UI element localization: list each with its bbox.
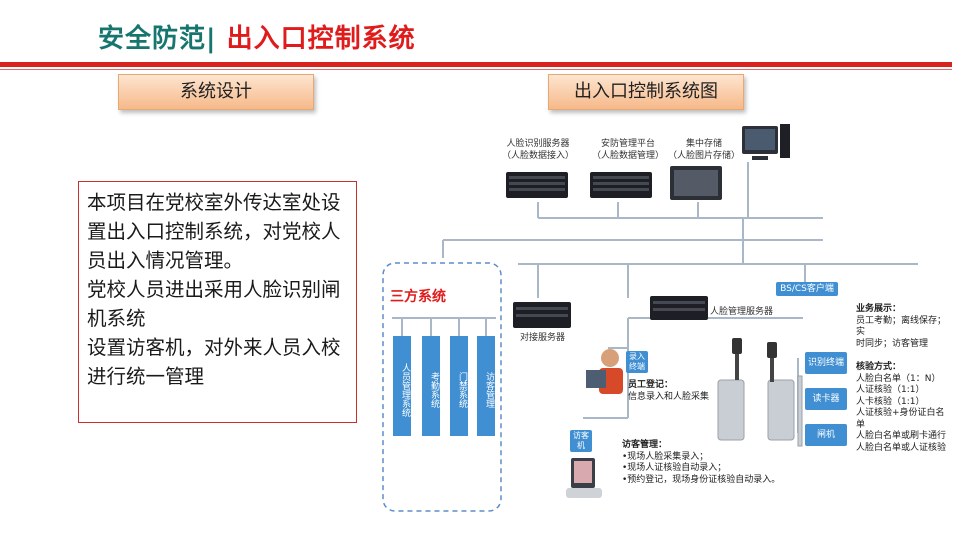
title-sub: 出入口控制系统 bbox=[226, 24, 416, 54]
storage-name: 集中存储 bbox=[686, 139, 723, 149]
verify-title: 核验方式： bbox=[856, 362, 902, 372]
face-server-sub: （人脸数据接入） bbox=[502, 151, 575, 161]
visitor-mgmt-item-2: •现场人证核验自动录入； bbox=[622, 463, 727, 473]
staff-register-text: 信息录入和人脸采集 bbox=[628, 391, 710, 402]
title-separator: | bbox=[206, 24, 227, 54]
business-text-1: 员工考勤；离线保存；实 bbox=[856, 315, 947, 338]
verify-item-3: 人卡核验（1:1） bbox=[856, 396, 925, 407]
face-mgmt-server-label: 人脸管理服务器 bbox=[710, 307, 774, 317]
face-server-name: 人脸识别服务器 bbox=[506, 139, 570, 149]
third-party-col-personnel: 人员管理系统 bbox=[393, 336, 411, 436]
business-note: 业务展示： 员工考勤；离线保存；实 时同步；访客管理 bbox=[856, 304, 948, 350]
storage-sub: （人脸图片存储） bbox=[668, 151, 741, 161]
access-control-diagram: 人脸识别服务器 （人脸数据接入） 安防管理平台 （人脸数据管理） 集中存储 （人… bbox=[378, 118, 948, 518]
visitor-mgmt-note: 访客管理： •现场人脸采集录入； •现场人证核验自动录入； •预约登记，现场身份… bbox=[622, 440, 780, 486]
description-box: 本项目在党校室外传达室处设置出入口控制系统，对党校人员出入情况管理。 党校人员进… bbox=[78, 181, 357, 423]
business-title: 业务展示： bbox=[856, 304, 902, 314]
face-server-label: 人脸识别服务器 （人脸数据接入） bbox=[502, 138, 574, 162]
visitor-mgmt-item-1: •现场人脸采集录入； bbox=[622, 451, 709, 462]
verify-item-4: 人证核验+身份证白名单 bbox=[856, 408, 945, 430]
third-party-col-visitor: 访客管理 bbox=[477, 336, 495, 436]
storage-label: 集中存储 （人脸图片存储） bbox=[668, 138, 740, 162]
third-party-col-attendance: 考勤系统 bbox=[422, 336, 440, 436]
title-main: 安全防范 bbox=[98, 24, 207, 54]
third-party-title: 三方系统 bbox=[390, 289, 446, 305]
docking-server-label: 对接服务器 bbox=[520, 333, 566, 343]
visitor-machine-box: 访客机 bbox=[570, 430, 592, 452]
visitor-mgmt-title: 访客管理： bbox=[622, 440, 668, 450]
security-platform-name: 安防管理平台 bbox=[601, 139, 656, 149]
staff-register-title: 员工登记： bbox=[628, 380, 674, 390]
verify-item-6: 人脸白名单或人证核验 bbox=[856, 442, 947, 453]
title-rule bbox=[0, 62, 952, 67]
server-icons bbox=[506, 166, 722, 200]
title-rule-thin bbox=[0, 69, 952, 70]
device-recognition-terminal: 识别终端 bbox=[805, 352, 847, 374]
verify-item-2: 人证核验（1:1） bbox=[856, 385, 925, 395]
visitor-mgmt-item-3: •预约登记，现场身份证核验自动录入。 bbox=[622, 474, 781, 485]
device-gate: 闸机 bbox=[805, 424, 847, 446]
entry-terminal-box: 录入终端 bbox=[626, 351, 648, 373]
security-platform-sub: （人脸数据管理） bbox=[592, 151, 665, 161]
verify-item-1: 人脸白名单（1：N） bbox=[856, 373, 941, 384]
staff-register-note: 员工登记： 信息录入和人脸采集 bbox=[628, 380, 709, 403]
verify-note: 核验方式： 人脸白名单（1：N） 人证核验（1:1） 人卡核验（1:1） 人证核… bbox=[856, 362, 948, 454]
page-title: 安全防范| 出入口控制系统 bbox=[98, 18, 416, 55]
diagram-title-tag: 出入口控制系统图 bbox=[548, 74, 744, 110]
bs-cs-client-box: BS/CS客户端 bbox=[776, 282, 838, 296]
verify-item-5: 人脸白名单或刷卡通行 bbox=[856, 431, 947, 441]
business-text-2: 时同步；访客管理 bbox=[856, 338, 929, 349]
description-line-1: 本项目在党校室外传达室处设置出入口控制系统，对党校人员出入情况管理。 bbox=[87, 191, 341, 272]
description-line-2: 党校人员进出采用人脸识别闸机系统 bbox=[87, 278, 341, 330]
system-design-tag: 系统设计 bbox=[118, 74, 314, 110]
security-platform-label: 安防管理平台 （人脸数据管理） bbox=[592, 138, 664, 162]
third-party-col-access: 门禁系统 bbox=[450, 336, 468, 436]
device-card-reader: 读卡器 bbox=[805, 388, 847, 410]
description-line-3: 设置访客机，对外来人员入校进行统一管理 bbox=[87, 336, 341, 388]
